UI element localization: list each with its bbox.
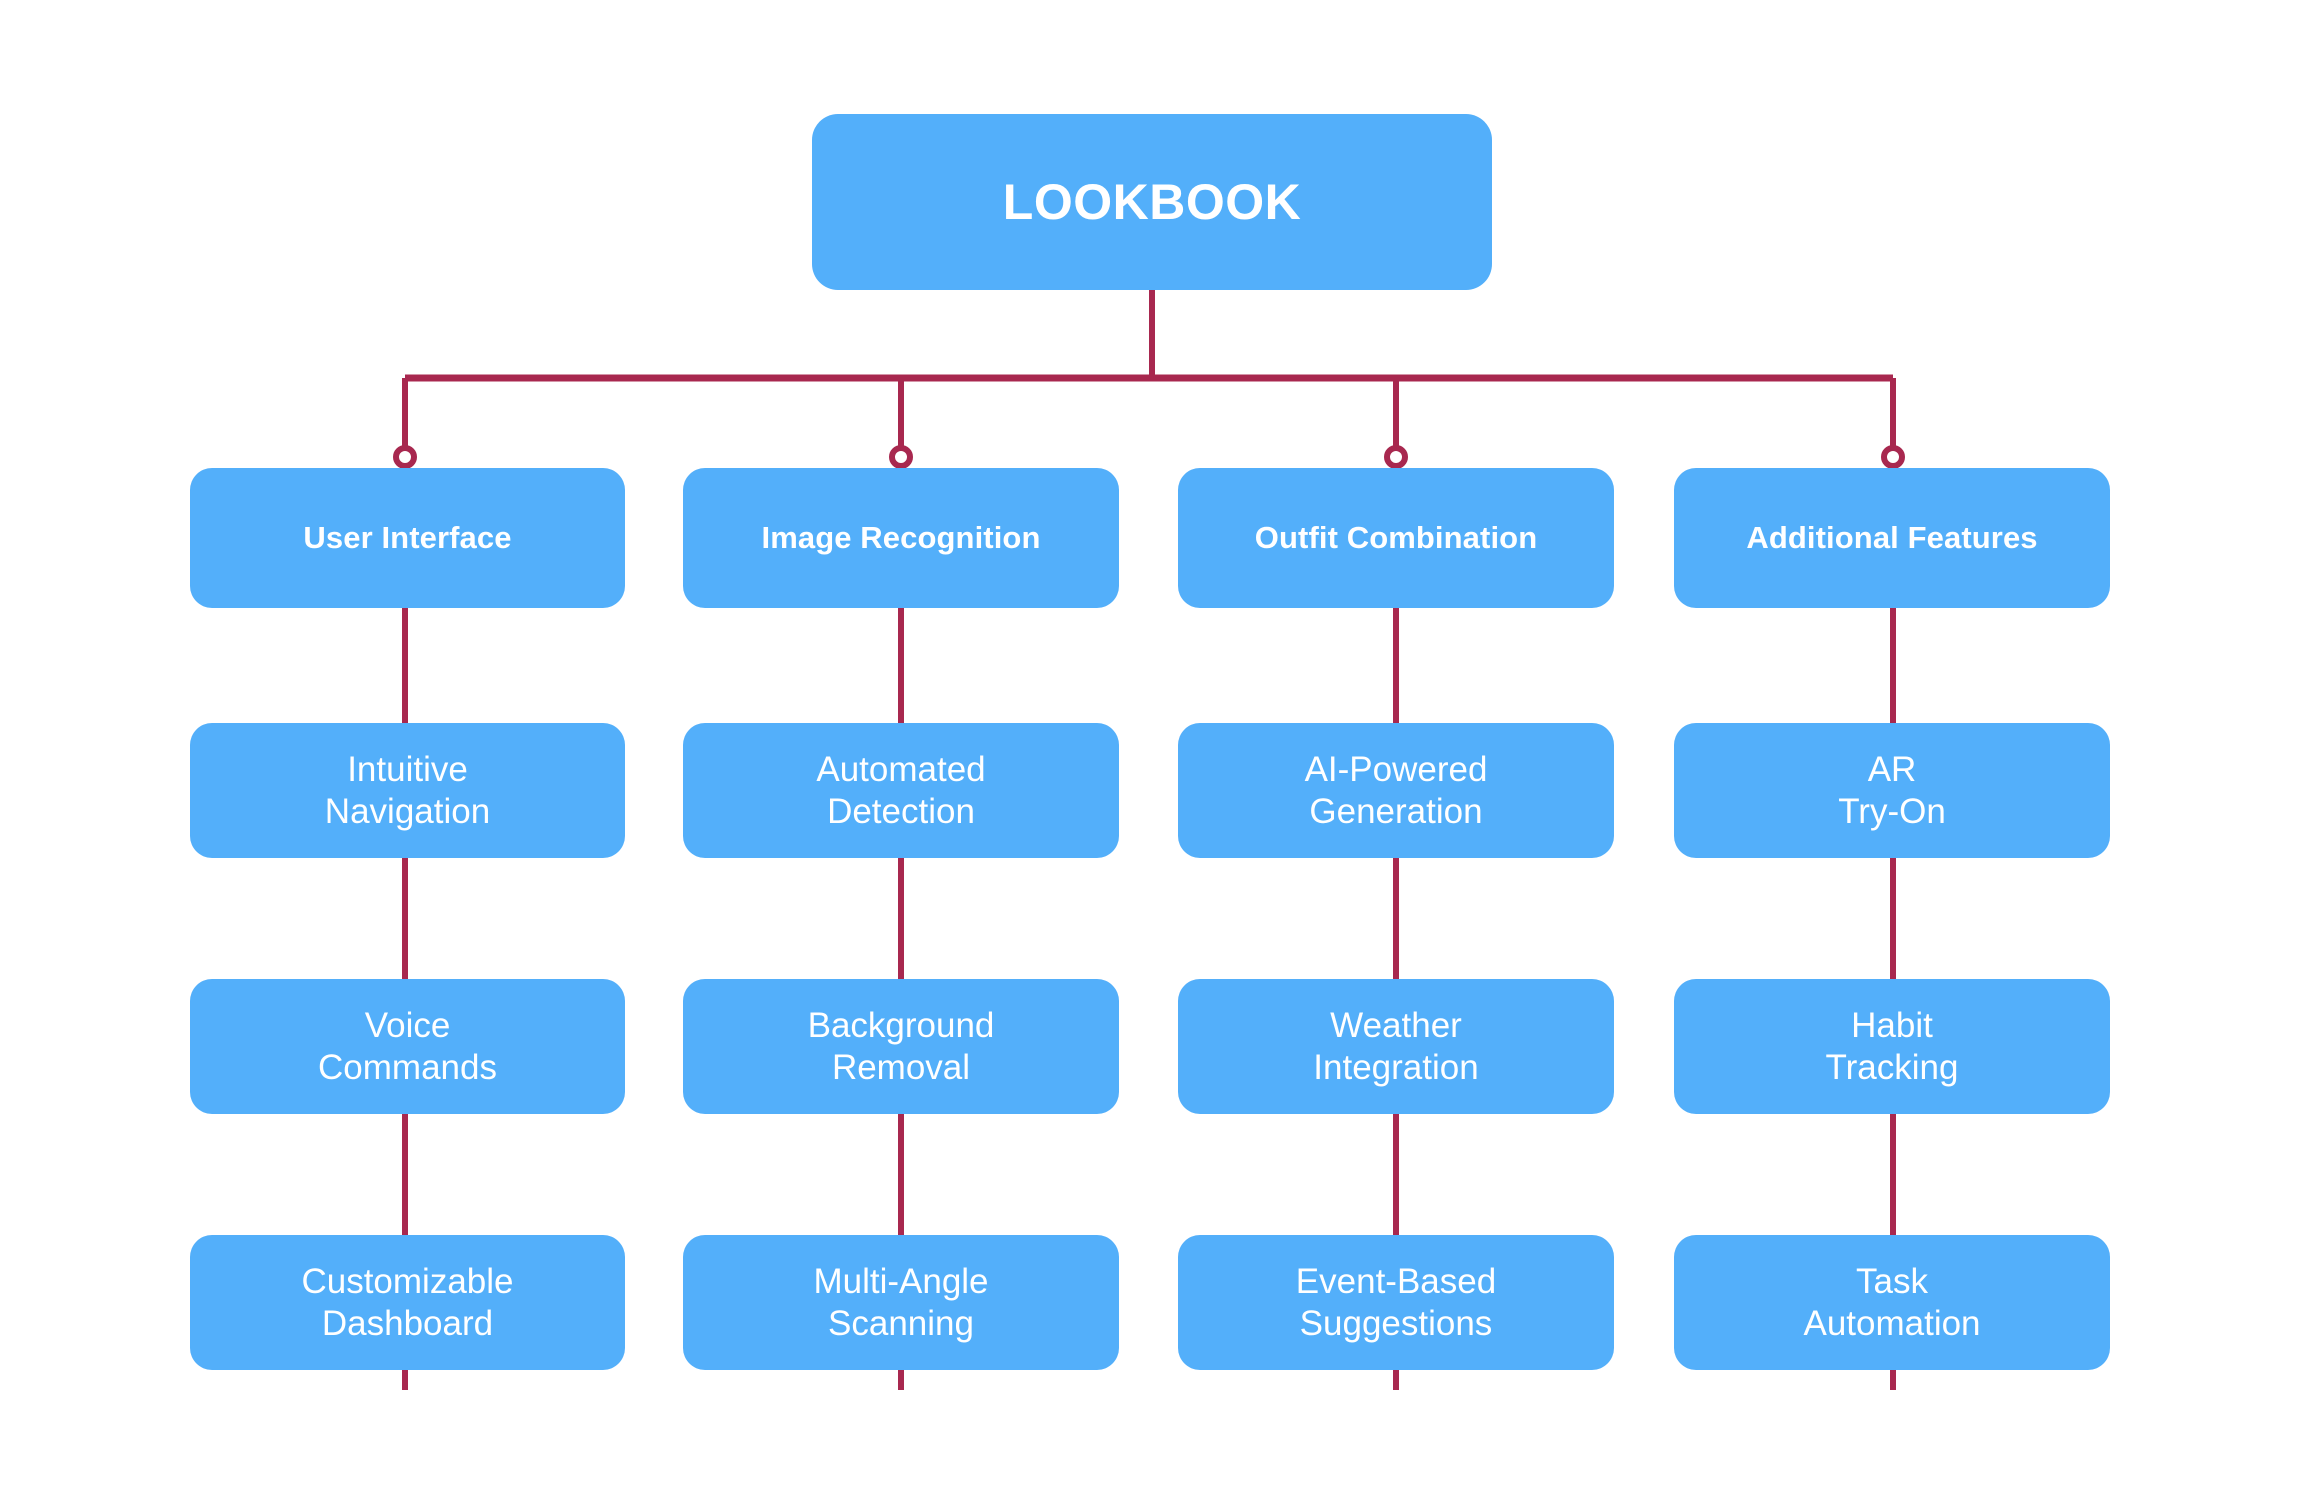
node-leaf-background-removal[interactable]: Background Removal <box>683 979 1119 1114</box>
node-leaf-weather-integration[interactable]: Weather Integration <box>1178 979 1614 1114</box>
node-category-image-recognition[interactable]: Image Recognition <box>683 468 1119 608</box>
node-leaf-task-automation-label: Task Automation <box>1803 1262 1981 1343</box>
node-category-image-recognition-label: Image Recognition <box>761 519 1041 555</box>
node-category-user-interface[interactable]: User Interface <box>190 468 625 608</box>
node-leaf-intuitive-navigation-label: Intuitive Navigation <box>324 750 491 831</box>
node-leaf-voice-commands[interactable]: Voice Commands <box>190 979 625 1114</box>
node-leaf-event-based-suggestions[interactable]: Event-Based Suggestions <box>1178 1235 1614 1370</box>
node-leaf-intuitive-navigation[interactable]: Intuitive Navigation <box>190 723 625 858</box>
node-root[interactable]: LOOKBOOK <box>812 114 1492 290</box>
node-category-additional-features[interactable]: Additional Features <box>1674 468 2110 608</box>
node-category-additional-features-label: Additional Features <box>1746 519 2038 555</box>
node-leaf-ai-powered-generation[interactable]: AI-Powered Generation <box>1178 723 1614 858</box>
node-leaf-ar-try-on-label: AR Try-On <box>1838 750 1946 831</box>
node-leaf-ar-try-on[interactable]: AR Try-On <box>1674 723 2110 858</box>
node-leaf-automated-detection-label: Automated Detection <box>816 750 986 831</box>
node-leaf-event-based-suggestions-label: Event-Based Suggestions <box>1295 1262 1497 1343</box>
node-leaf-habit-tracking-label: Habit Tracking <box>1825 1006 1959 1087</box>
node-leaf-multi-angle-scanning[interactable]: Multi-Angle Scanning <box>683 1235 1119 1370</box>
connector-endpoint-circle-3 <box>1384 445 1408 469</box>
node-leaf-voice-commands-label: Voice Commands <box>318 1006 497 1087</box>
node-root-label: LOOKBOOK <box>1002 173 1302 230</box>
connector-endpoint-circle-1 <box>393 445 417 469</box>
node-leaf-task-automation[interactable]: Task Automation <box>1674 1235 2110 1370</box>
connector-endpoint-circle-4 <box>1881 445 1905 469</box>
node-leaf-automated-detection[interactable]: Automated Detection <box>683 723 1119 858</box>
node-leaf-background-removal-label: Background Removal <box>807 1006 995 1087</box>
node-leaf-multi-angle-scanning-label: Multi-Angle Scanning <box>813 1262 989 1343</box>
node-leaf-ai-powered-generation-label: AI-Powered Generation <box>1304 750 1488 831</box>
node-category-user-interface-label: User Interface <box>303 519 512 555</box>
node-leaf-customizable-dashboard[interactable]: Customizable Dashboard <box>190 1235 625 1370</box>
node-leaf-weather-integration-label: Weather Integration <box>1313 1006 1479 1087</box>
connector-endpoint-circle-2 <box>889 445 913 469</box>
node-leaf-habit-tracking[interactable]: Habit Tracking <box>1674 979 2110 1114</box>
node-category-outfit-combination-label: Outfit Combination <box>1254 519 1538 555</box>
node-category-outfit-combination[interactable]: Outfit Combination <box>1178 468 1614 608</box>
node-leaf-customizable-dashboard-label: Customizable Dashboard <box>301 1262 514 1343</box>
